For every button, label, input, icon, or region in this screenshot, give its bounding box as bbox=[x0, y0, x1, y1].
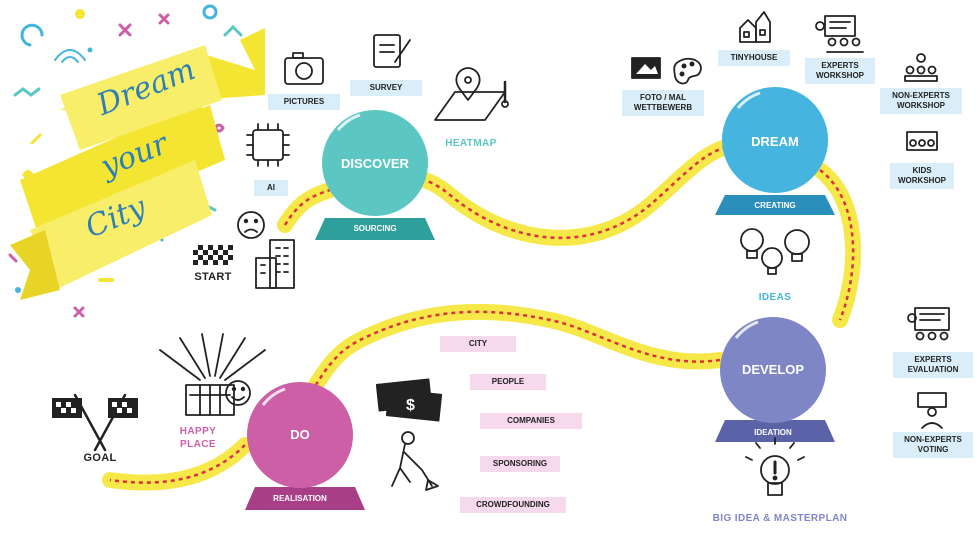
ai-label: AI bbox=[254, 180, 288, 196]
camera-icon bbox=[284, 52, 324, 85]
develop-orb bbox=[715, 317, 835, 442]
experts-workshop-icon bbox=[815, 15, 864, 53]
foto-mal-wettbewerb-label: FOTO / MAL WETTBEWERB bbox=[622, 90, 704, 116]
develop-title: DEVELOP bbox=[741, 362, 805, 377]
discover-title: DISCOVER bbox=[341, 156, 409, 171]
dream-orb bbox=[715, 87, 835, 215]
do-title: DO bbox=[290, 427, 310, 442]
non-experts-voting-label: NON-EXPERTS VOTING bbox=[893, 432, 973, 458]
crowdfounding-label: CROWDFOUNDING bbox=[460, 497, 566, 513]
big-idea-label: BIG IDEA & MASTERPLAN bbox=[712, 513, 848, 524]
start-flag-icon bbox=[193, 245, 233, 265]
buildings-icon bbox=[255, 239, 295, 289]
goal-label: GOAL bbox=[83, 452, 117, 464]
sad-face-icon bbox=[237, 211, 265, 239]
palette-icon bbox=[673, 57, 702, 85]
ideas-label: IDEAS bbox=[758, 292, 792, 303]
dream-title: DREAM bbox=[751, 134, 799, 149]
ai-chip-icon bbox=[246, 123, 290, 167]
sponsoring-label: SPONSORING bbox=[480, 456, 560, 472]
pictures-label: PICTURES bbox=[268, 94, 340, 110]
survey-label: SURVEY bbox=[350, 80, 422, 96]
non-experts-workshop-icon bbox=[904, 53, 938, 82]
svg-text:$: $ bbox=[406, 397, 415, 414]
happy-face-icon bbox=[225, 380, 251, 406]
banner-ribbon bbox=[10, 28, 265, 300]
experts-evaluation-label: EXPERTS EVALUATION bbox=[893, 352, 973, 378]
develop-subtitle: IDEATION bbox=[754, 428, 792, 437]
goal-flags-icon bbox=[52, 393, 138, 452]
companies-label: COMPANIES bbox=[480, 413, 582, 429]
non-experts-voting-icon bbox=[917, 392, 947, 429]
discover-orb bbox=[315, 110, 435, 240]
people-label: PEOPLE bbox=[470, 374, 546, 390]
do-orb bbox=[245, 382, 365, 510]
heatmap-map-icon bbox=[434, 67, 509, 121]
happy-place-icon bbox=[159, 333, 266, 416]
journey-path bbox=[102, 137, 862, 491]
big-idea-bulb-icon bbox=[745, 437, 805, 496]
do-subtitle: REALISATION bbox=[273, 494, 327, 503]
experts-evaluation-icon bbox=[907, 307, 950, 341]
happy-place-label: HAPPY PLACE bbox=[179, 426, 217, 450]
city-label: CITY bbox=[440, 336, 516, 352]
non-experts-workshop-label: NON-EXPERTS WORKSHOP bbox=[880, 88, 962, 114]
tinyhouse-icon bbox=[739, 11, 771, 43]
tinyhouse-label: TINYHOUSE bbox=[718, 50, 790, 66]
money-icon: $ bbox=[375, 378, 443, 422]
dream-subtitle: CREATING bbox=[754, 201, 796, 210]
heatmap-label: HEATMAP bbox=[445, 138, 497, 149]
survey-icon bbox=[373, 34, 411, 68]
kids-workshop-icon bbox=[906, 131, 938, 151]
experts-workshop-label: EXPERTS WORKSHOP bbox=[805, 58, 875, 84]
kids-workshop-label: KIDS WORKSHOP bbox=[890, 163, 954, 189]
construction-worker-icon bbox=[391, 431, 439, 491]
discover-subtitle: SOURCING bbox=[353, 224, 397, 233]
ideas-bulbs-icon bbox=[740, 228, 810, 275]
start-label: START bbox=[194, 271, 232, 283]
photo-icon bbox=[631, 57, 661, 79]
